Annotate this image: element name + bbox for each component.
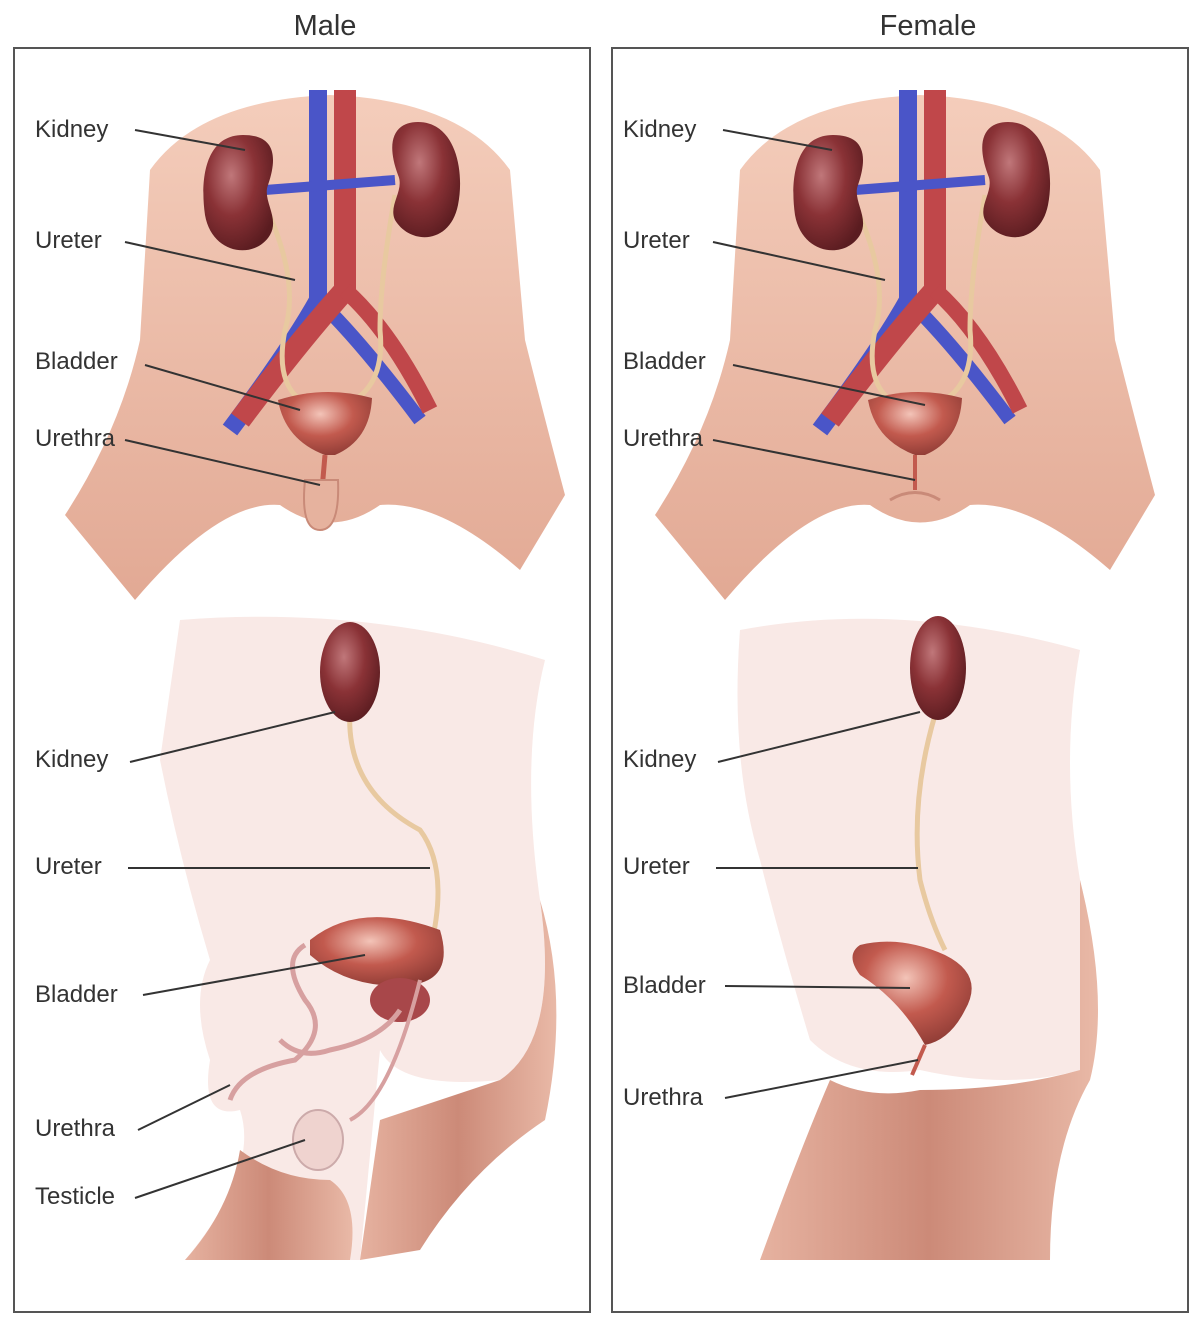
female-side-labels: Kidney Ureter Bladder Urethra bbox=[623, 711, 921, 1111]
label-bladder: Bladder bbox=[623, 972, 706, 999]
label-kidney: Kidney bbox=[35, 746, 108, 773]
label-ureter: Ureter bbox=[623, 853, 690, 880]
label-kidney: Kidney bbox=[623, 746, 696, 773]
male-front-labels: Kidney Ureter Bladder Urethra bbox=[35, 116, 321, 486]
leader-line bbox=[732, 364, 926, 406]
male-side-labels: Kidney Ureter Bladder Urethra Testicle bbox=[35, 711, 430, 1210]
label-testicle: Testicle bbox=[35, 1183, 115, 1210]
label-ureter: Ureter bbox=[35, 227, 102, 254]
label-urethra: Urethra bbox=[623, 425, 704, 452]
male-side-view bbox=[160, 616, 557, 1260]
female-front-labels: Kidney Ureter Bladder Urethra bbox=[623, 116, 926, 481]
leader-line bbox=[144, 364, 301, 411]
leader-line bbox=[142, 954, 366, 996]
leader-line bbox=[137, 1084, 231, 1131]
male-genitalia-front bbox=[303, 479, 340, 532]
label-bladder: Bladder bbox=[35, 981, 118, 1008]
label-kidney: Kidney bbox=[623, 116, 696, 143]
leader-line bbox=[712, 241, 886, 281]
label-ureter: Ureter bbox=[623, 227, 690, 254]
label-bladder: Bladder bbox=[623, 348, 706, 375]
leader-line bbox=[124, 439, 321, 486]
testicle-shape bbox=[292, 1109, 344, 1171]
panel-title-male: Male bbox=[294, 10, 357, 42]
leader-line bbox=[712, 439, 916, 481]
leader-line bbox=[724, 1059, 919, 1099]
male-front-view bbox=[65, 90, 565, 600]
leader-line bbox=[134, 1139, 306, 1199]
label-bladder: Bladder bbox=[35, 348, 118, 375]
leader-line bbox=[134, 129, 246, 151]
female-front-view bbox=[655, 90, 1155, 600]
leader-line bbox=[722, 129, 833, 151]
leader-line bbox=[129, 711, 336, 763]
leader-line bbox=[724, 985, 911, 989]
label-kidney: Kidney bbox=[35, 116, 108, 143]
label-ureter: Ureter bbox=[35, 853, 102, 880]
leader-line bbox=[124, 241, 296, 281]
label-urethra: Urethra bbox=[35, 1115, 116, 1142]
label-urethra: Urethra bbox=[35, 425, 116, 452]
panel-title-female: Female bbox=[880, 10, 977, 42]
label-urethra: Urethra bbox=[623, 1084, 704, 1111]
leader-line bbox=[717, 711, 921, 763]
